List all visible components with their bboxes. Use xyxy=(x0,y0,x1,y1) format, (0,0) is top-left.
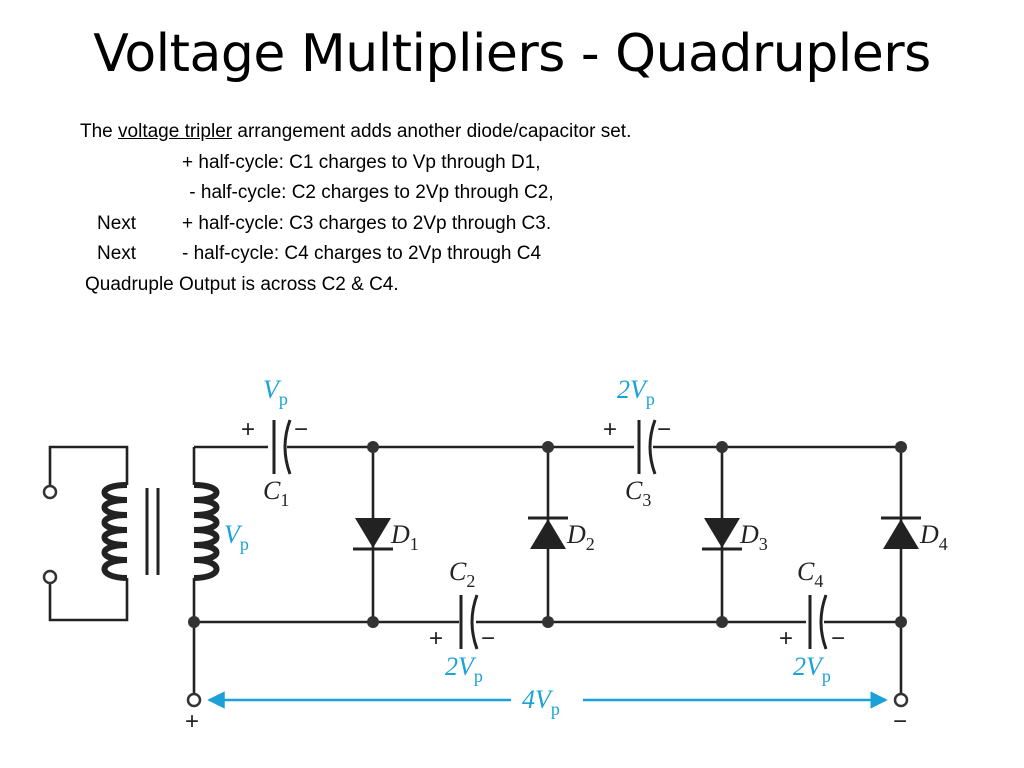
next-label: Next xyxy=(97,243,137,265)
c3-plus-sign: + xyxy=(603,416,617,443)
body-line-1: The voltage tripler arrangement adds ano… xyxy=(80,121,632,142)
c1-plus-sign: + xyxy=(241,416,255,443)
junction-dot xyxy=(895,616,907,628)
capacitor-c1 xyxy=(272,419,292,475)
capacitor-c2 xyxy=(459,594,479,650)
junction-dot xyxy=(367,616,379,628)
d3-label: D3 xyxy=(739,520,768,554)
c4-plus-sign: + xyxy=(779,625,793,652)
junction-dot xyxy=(895,441,907,453)
junction-dot xyxy=(188,616,200,628)
body-line-6: Quadruple Output is across C2 & C4. xyxy=(85,273,399,295)
slide-body: The voltage tripler arrangement adds ano… xyxy=(80,117,631,301)
capacitor-c3 xyxy=(637,419,657,475)
transformer-primary xyxy=(42,445,129,622)
c3-label: C3 xyxy=(625,476,651,510)
c2-plus-sign: + xyxy=(429,625,443,652)
primary-terminal-top xyxy=(42,484,58,500)
d2-label: D2 xyxy=(566,520,595,554)
c1-label: C1 xyxy=(263,476,289,510)
c2-minus-sign: − xyxy=(481,625,495,652)
body-line-3: - half-cycle: C2 charges to 2Vp through … xyxy=(184,182,554,204)
diode-d2 xyxy=(528,516,568,549)
c1-minus-sign: − xyxy=(294,416,308,443)
d4-label: D4 xyxy=(919,520,948,554)
body-line-2: + half-cycle: C1 charges to Vp through D… xyxy=(182,151,541,173)
c4-voltage-label: 2Vp xyxy=(793,652,831,686)
primary-terminal-bottom xyxy=(42,569,58,585)
c4-minus-sign: − xyxy=(831,625,845,652)
c3-voltage-label: 2Vp xyxy=(617,375,655,409)
junction-dot xyxy=(716,441,728,453)
capacitor-c4 xyxy=(808,594,828,650)
quadrupler-circuit-diagram: Vp + − C1 2Vp + − C3 C2 + − 2Vp C4 + − 2… xyxy=(42,375,948,735)
body-line-5: Next- half-cycle: C4 charges to 2Vp thro… xyxy=(80,239,631,270)
junction-dot xyxy=(542,616,554,628)
d1-label: D1 xyxy=(390,520,419,554)
c2-label: C2 xyxy=(449,557,475,591)
wire xyxy=(653,445,903,622)
transformer-voltage-label: Vp xyxy=(224,520,249,554)
diode-d3 xyxy=(702,518,742,551)
diode-d4 xyxy=(881,516,921,549)
junction-dot xyxy=(716,616,728,628)
output-voltage-label: 4Vp xyxy=(522,685,560,719)
slide-title: Voltage Multipliers - Quadruplers xyxy=(93,24,931,84)
c1-voltage-label: Vp xyxy=(263,375,288,409)
output-terminal-positive xyxy=(186,692,202,708)
junction-dot xyxy=(542,441,554,453)
diode-d1 xyxy=(353,518,393,551)
next-label: Next xyxy=(97,212,137,234)
c4-label: C4 xyxy=(797,557,823,591)
output-terminal-negative xyxy=(893,692,909,708)
output-minus-sign: − xyxy=(893,708,907,735)
body-line-4: Next+ half-cycle: C3 charges to 2Vp thro… xyxy=(80,209,631,240)
c2-voltage-label: 2Vp xyxy=(445,652,483,686)
transformer-secondary xyxy=(192,447,220,620)
c3-minus-sign: − xyxy=(657,416,671,443)
transformer-core xyxy=(145,488,160,575)
junction-dot xyxy=(367,441,379,453)
output-plus-sign: + xyxy=(185,708,199,735)
voltage-tripler-link[interactable]: voltage tripler xyxy=(118,121,233,142)
